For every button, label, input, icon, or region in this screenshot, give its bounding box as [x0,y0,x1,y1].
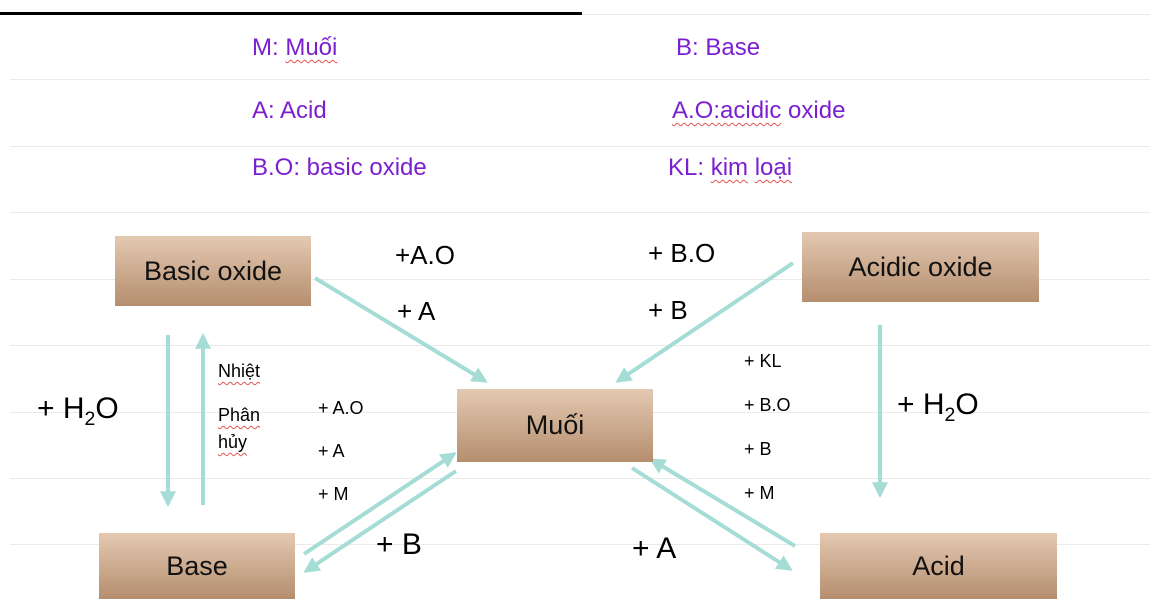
box-label: Muối [525,410,585,440]
legend-key: M: [252,34,286,61]
label-mid-left-ao: + A.O [318,398,364,418]
label-mid-left-m: + M [318,484,349,504]
rule-line [10,146,1150,147]
box-acid: Acid [820,533,1057,599]
label-mid-right-bo: + B.O [744,395,791,415]
legend-basic-oxide: B.O: basic oxide [252,154,427,182]
box-acidic-oxide: Acidic oxide [802,232,1039,302]
legend-key: A.O: [672,97,721,124]
arrow-muoi-to-base [303,469,458,573]
legend-base: B: Base [676,34,760,62]
legend-word: kim [710,154,749,181]
label-plus-a-bottom: + A [632,532,677,565]
label-phan: Phân [218,405,261,425]
rule-line [10,279,1150,280]
legend-muoi: M: Muối [252,34,337,62]
arrow-muoi-to-acid [630,466,793,571]
label-plus-b-top: + B [648,295,688,325]
label-h2o-right: + H2O [897,388,979,427]
label-nhiet: Nhiệt [218,361,261,381]
label-huy: hủy [218,432,248,452]
legend-acid: A: Acid [252,97,327,125]
h2o-pre: + H [37,392,85,425]
label-plus-bo-top: + B.O [648,238,716,268]
box-label: Acidic oxide [848,251,993,282]
h2o-post: O [955,388,979,421]
legend-acidic-oxide: A.O:acidic oxide [672,97,845,125]
legend-word: acidic [720,97,782,124]
h2o-sub: 2 [944,403,956,426]
label-mid-right-b: + B [744,439,772,459]
label-plus-b-bottom: + B [376,528,422,561]
box-muoi: Muối [457,389,653,462]
legend-word: Muối [285,34,338,61]
box-label: Base [166,550,228,581]
legend-text: B: Base [676,34,761,61]
label-h2o-left: + H2O [37,392,119,431]
arrow-acidic-oxide-to-muoi [615,261,795,383]
box-label: Acid [912,550,965,581]
label-mid-left-a: + A [318,441,345,461]
legend-rest: oxide [781,97,846,124]
legend-text: A: Acid [252,97,327,124]
top-border-bar [0,12,582,15]
h2o-pre: + H [897,388,945,421]
rule-line [10,478,1150,479]
legend-key: KL: [668,154,711,181]
arrow-basic-oxide-to-muoi [313,276,488,383]
box-base: Base [99,533,295,599]
h2o-post: O [95,392,119,425]
box-basic-oxide: Basic oxide [115,236,311,306]
label-mid-right-m: + M [744,483,775,503]
legend-kim-loai: KL: kim loại [668,154,792,182]
rule-line [10,544,1150,545]
h2o-sub: 2 [84,407,96,430]
arrow-acid-to-muoi [649,458,797,548]
legend-text: B.O: basic oxide [252,154,427,181]
label-plus-a-top: + A [397,296,436,326]
box-label: Basic oxide [143,255,283,286]
rule-line [10,345,1150,346]
label-plus-ao-top: +A.O [395,240,455,270]
arrow-base-to-muoi [302,452,457,556]
legend-word: loại [754,154,793,181]
label-mid-right-kl: + KL [744,351,782,371]
rule-line [10,212,1150,213]
rule-line [10,79,1150,80]
